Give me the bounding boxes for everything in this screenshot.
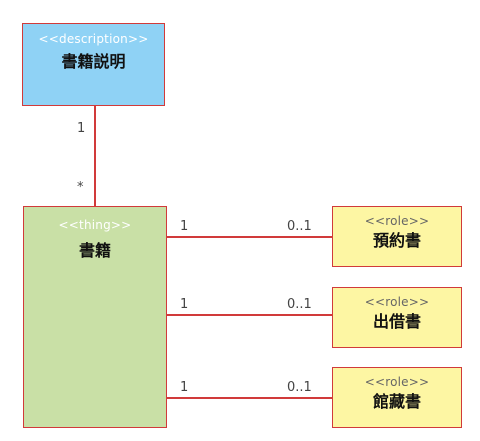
role-box-collection: <<role>> 館藏書	[332, 367, 462, 428]
thing-class-name: 書籍	[78, 241, 111, 260]
thing-stereotype: <<thing>>	[58, 218, 132, 232]
role-right-multiplicity: 0..1	[287, 297, 312, 312]
role-box-lent: <<role>> 出借書	[332, 287, 462, 348]
description-thing-connector	[94, 106, 96, 206]
role-left-multiplicity: 1	[180, 219, 189, 234]
role-right-multiplicity: 0..1	[287, 380, 312, 395]
description-class-name: 書籍説明	[61, 52, 126, 71]
thing-multiplicity: *	[77, 180, 84, 195]
description-class-box: <<description>> 書籍説明	[22, 23, 165, 106]
role-connector-reserved	[167, 236, 332, 238]
description-stereotype: <<description>>	[38, 32, 149, 46]
role-name: 館藏書	[372, 392, 421, 411]
description-multiplicity: 1	[77, 121, 86, 136]
role-stereotype: <<role>>	[364, 295, 430, 309]
role-connector-collection	[167, 397, 332, 399]
role-name: 出借書	[372, 312, 421, 331]
role-connector-lent	[167, 314, 332, 316]
role-right-multiplicity: 0..1	[287, 219, 312, 234]
role-name: 預約書	[372, 231, 421, 250]
role-left-multiplicity: 1	[180, 380, 189, 395]
role-box-reserved: <<role>> 預約書	[332, 206, 462, 267]
role-stereotype: <<role>>	[364, 214, 430, 228]
role-stereotype: <<role>>	[364, 375, 430, 389]
role-left-multiplicity: 1	[180, 297, 189, 312]
thing-class-box: <<thing>> 書籍	[23, 206, 167, 428]
